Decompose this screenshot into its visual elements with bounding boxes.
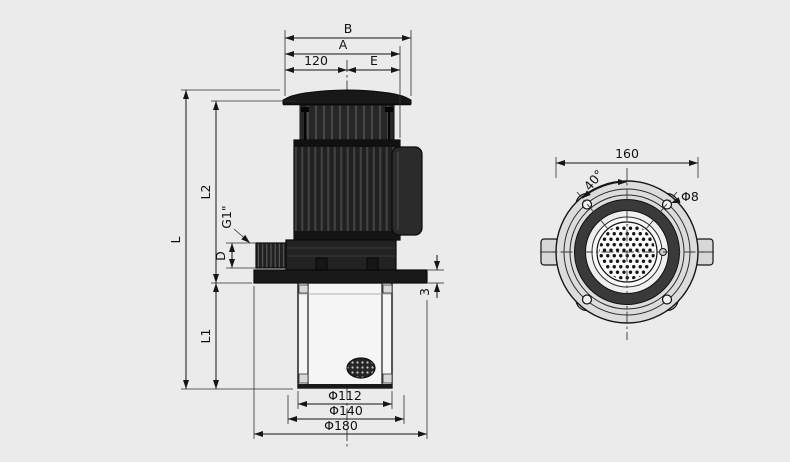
bolt-hole — [581, 294, 593, 305]
vent-grille — [346, 357, 376, 379]
dim-b-label: B — [344, 21, 353, 36]
junction-box — [391, 146, 423, 236]
dim-phi140-label: Φ140 — [329, 403, 363, 418]
motor-body — [293, 139, 401, 241]
dim-120-label: 120 — [304, 53, 328, 68]
top-view: 160 40° Φ8 — [540, 146, 714, 340]
top-view-centerlines — [540, 168, 714, 340]
dim-l1-label: L1 — [198, 329, 213, 344]
dim-d-label: D — [213, 251, 228, 261]
pump-head — [285, 239, 397, 271]
dim-g1-label: G1" — [219, 205, 234, 228]
bolt-hole — [661, 294, 673, 305]
dim-phi112-label: Φ112 — [328, 388, 362, 403]
dim-3-label: 3 — [417, 288, 432, 296]
dim-phi180-label: Φ180 — [324, 418, 358, 433]
dim-phi8-label: Φ8 — [681, 189, 699, 204]
fan-cover — [282, 89, 412, 141]
dim-l2-label: L2 — [198, 185, 213, 200]
dim-160-label: 160 — [615, 146, 639, 161]
dim-l-label: L — [168, 236, 183, 243]
pump-front-silhouette — [253, 89, 428, 389]
pump-barrel — [297, 282, 393, 389]
front-dimensions: B A 120 E L L2 L1 G1" — [168, 21, 444, 439]
front-view: B A 120 E L L2 L1 G1" — [168, 21, 444, 448]
dim-a-label: A — [339, 37, 348, 52]
dim-e-label: E — [370, 53, 378, 68]
inlet-port — [255, 242, 287, 269]
